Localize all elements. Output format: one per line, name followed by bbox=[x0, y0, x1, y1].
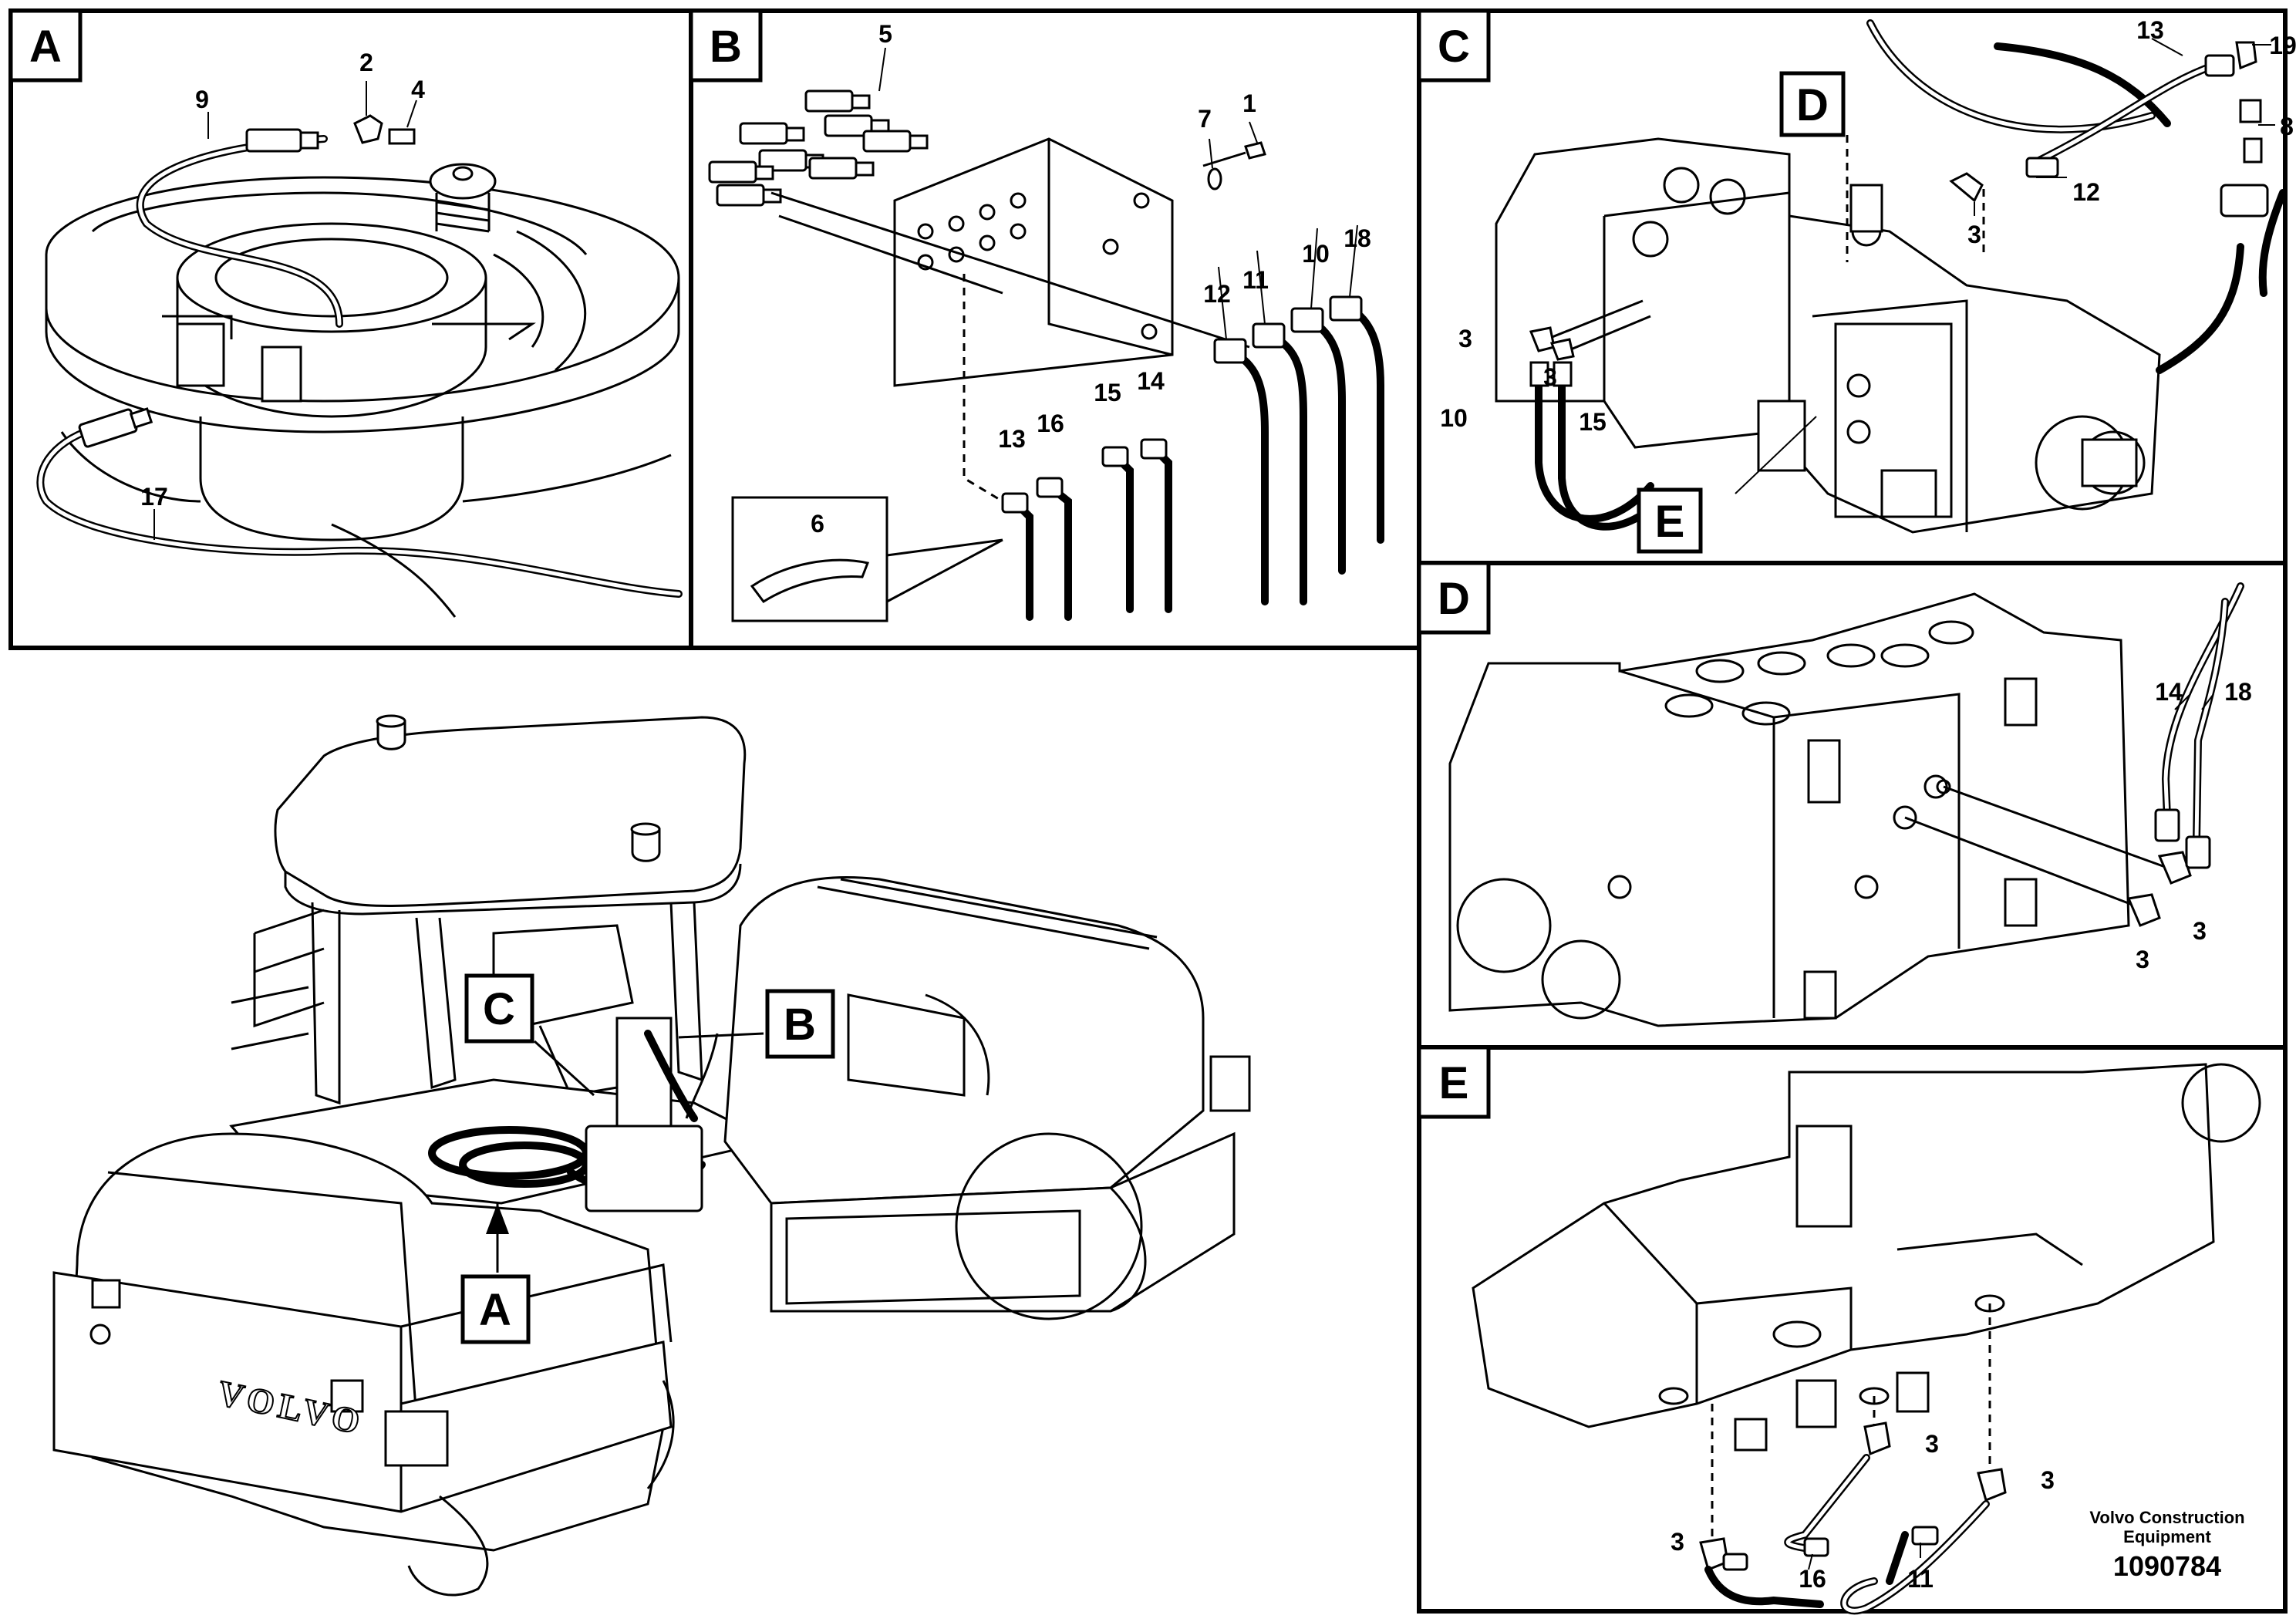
callout-b-14: 14 bbox=[1137, 367, 1165, 395]
callout-c-15: 15 bbox=[1579, 408, 1607, 436]
callout-b-18: 18 bbox=[1344, 224, 1371, 252]
callout-a-2: 2 bbox=[359, 49, 373, 76]
callout-e-3a: 3 bbox=[1925, 1430, 1939, 1458]
callout-b-16: 16 bbox=[1037, 410, 1064, 437]
footer-drawing-number: 1090784 bbox=[2113, 1550, 2221, 1582]
overview-badge-a: A bbox=[460, 1274, 531, 1344]
callout-d-18: 18 bbox=[2224, 678, 2252, 706]
view-badge-d: D bbox=[1779, 71, 1846, 137]
panel-c-illustration bbox=[1495, 19, 2287, 534]
callout-b-12: 12 bbox=[1203, 280, 1231, 308]
callout-b-1: 1 bbox=[1242, 89, 1256, 117]
callout-e-3c: 3 bbox=[1671, 1528, 1684, 1556]
overview-badge-c: C bbox=[464, 973, 534, 1044]
callout-c-3b: 3 bbox=[1458, 325, 1472, 352]
callout-b-13: 13 bbox=[998, 425, 1026, 453]
panel-b-badge: B bbox=[689, 8, 763, 83]
machine-overview bbox=[52, 714, 1251, 1597]
panel-a-label: A bbox=[29, 22, 62, 72]
view-label-d: D bbox=[1796, 80, 1829, 130]
callout-b-5: 5 bbox=[878, 20, 892, 48]
callout-c-3c: 3 bbox=[1543, 363, 1557, 391]
overview-label-c: C bbox=[483, 984, 515, 1034]
panel-e-label: E bbox=[1439, 1058, 1469, 1108]
footer-company-line1: Volvo Construction bbox=[2089, 1508, 2244, 1527]
callout-d-3b: 3 bbox=[2136, 946, 2149, 973]
panel-c-label: C bbox=[1438, 22, 1470, 72]
callout-b-11: 11 bbox=[1242, 266, 1269, 294]
overview-badge-b: B bbox=[765, 989, 835, 1059]
callout-d-3a: 3 bbox=[2193, 917, 2207, 945]
callout-d-14: 14 bbox=[2155, 678, 2183, 706]
panel-d-illustration bbox=[1448, 582, 2244, 1027]
view-label-e: E bbox=[1655, 497, 1685, 547]
callout-b-15: 15 bbox=[1094, 379, 1121, 406]
panel-d-label: D bbox=[1438, 574, 1470, 624]
callout-a-4: 4 bbox=[411, 76, 425, 103]
overview-label-b: B bbox=[784, 1000, 816, 1050]
panel-e-badge: E bbox=[1417, 1045, 1491, 1119]
callout-a-17: 17 bbox=[140, 483, 168, 511]
callout-b-10: 10 bbox=[1302, 240, 1330, 268]
panel-d-badge: D bbox=[1417, 561, 1491, 635]
panel-a-badge: A bbox=[8, 8, 83, 83]
callout-c-12: 12 bbox=[2072, 178, 2100, 206]
callout-c-13: 13 bbox=[2136, 16, 2164, 44]
callout-c-3a: 3 bbox=[1967, 221, 1981, 248]
panel-e-illustration bbox=[1472, 1063, 2261, 1615]
panel-b-illustration bbox=[708, 47, 1384, 622]
panel-b-label: B bbox=[710, 22, 742, 72]
callout-c-8: 8 bbox=[2280, 113, 2294, 140]
callout-b-7: 7 bbox=[1198, 105, 1212, 133]
panel-c-badge: C bbox=[1417, 8, 1491, 83]
callout-c-10: 10 bbox=[1440, 404, 1468, 432]
callout-b-6: 6 bbox=[811, 510, 824, 538]
overview-label-a: A bbox=[479, 1285, 511, 1335]
footer-company-line2: Equipment bbox=[2123, 1527, 2211, 1546]
callout-e-3b: 3 bbox=[2041, 1466, 2055, 1494]
view-badge-e: E bbox=[1637, 487, 1703, 554]
callout-e-11: 11 bbox=[1907, 1565, 1934, 1593]
callout-e-16: 16 bbox=[1799, 1565, 1826, 1593]
callout-a-9: 9 bbox=[195, 86, 209, 113]
callout-c-19: 19 bbox=[2269, 32, 2296, 59]
panel-a-illustration bbox=[36, 81, 683, 618]
